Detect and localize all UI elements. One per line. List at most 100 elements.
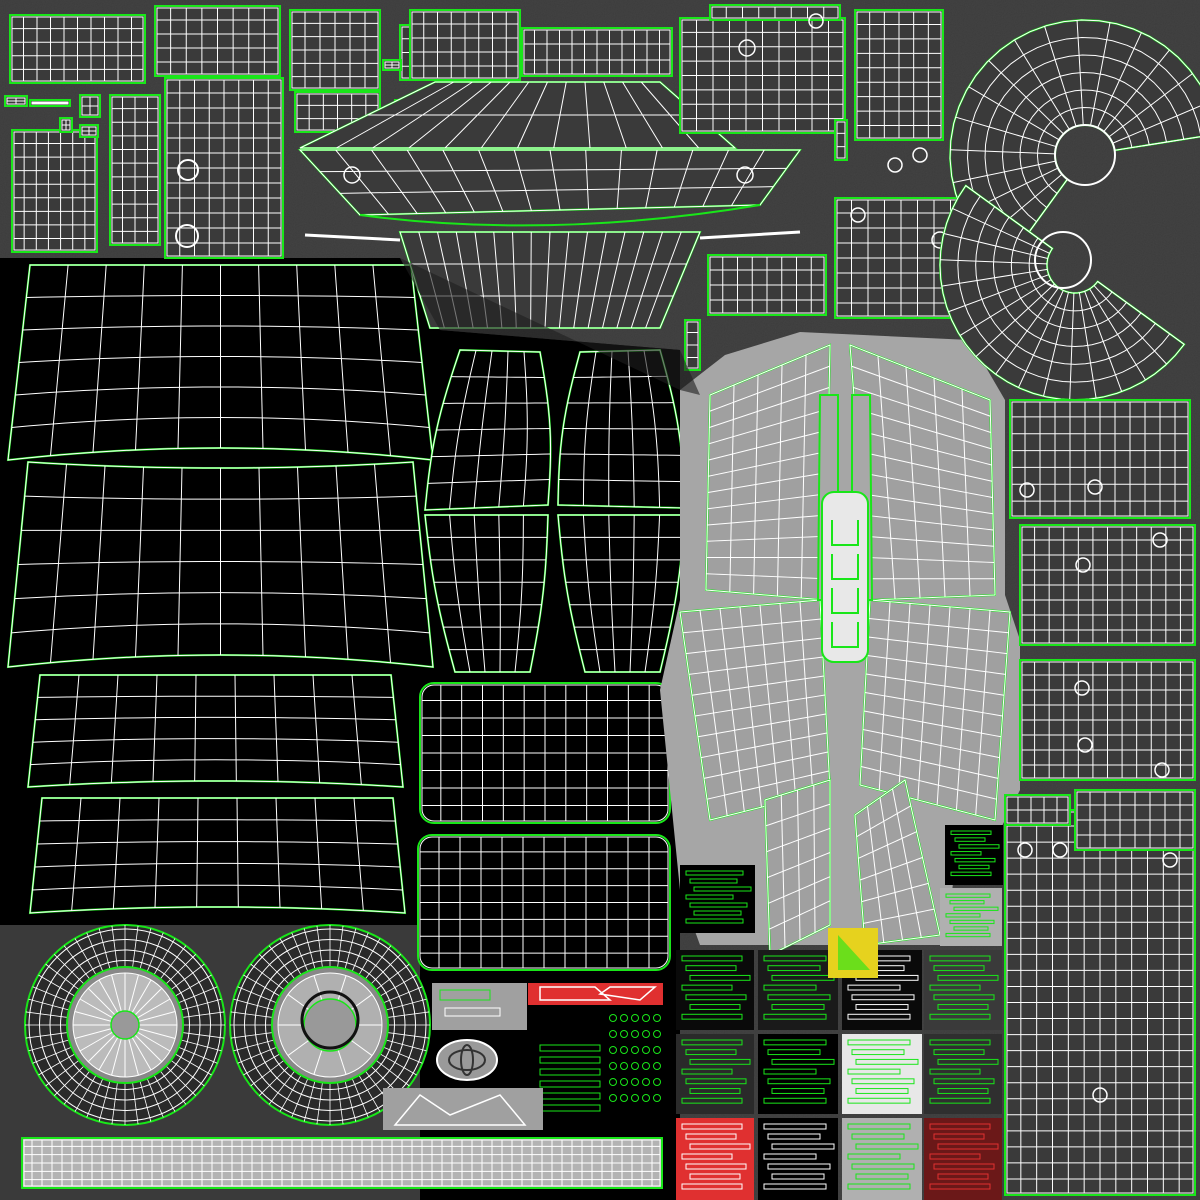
- mesh-line: [371, 149, 418, 214]
- atlas-glyph: [767, 1163, 831, 1170]
- tire-spoke-line: [28, 998, 70, 1011]
- rim-spoke: [134, 987, 163, 1016]
- tire-spoke-line: [86, 932, 104, 972]
- mesh-line: [707, 514, 827, 526]
- atlas-glyph: [937, 1173, 989, 1180]
- mesh-line: [498, 514, 501, 673]
- mesh-line: [703, 751, 829, 779]
- atlas-glyph: [847, 1097, 911, 1104]
- interior-button: [642, 1094, 650, 1102]
- interior-button: [609, 1062, 617, 1070]
- atlas-glyph: [929, 1068, 981, 1075]
- tire-spoke-line: [358, 1075, 381, 1112]
- panel-edge: [424, 514, 549, 673]
- tire-spoke-line: [178, 986, 218, 1004]
- interior-button: [609, 1030, 617, 1038]
- grille-detail: [393, 1094, 527, 1126]
- tire-spoke-line: [32, 1046, 72, 1064]
- mesh-line: [585, 149, 590, 210]
- mesh-line: [707, 493, 828, 510]
- mesh-line: [859, 857, 923, 881]
- fan-spoke: [1097, 32, 1142, 128]
- atlas-glyph: [929, 1123, 991, 1130]
- tire-spoke-line: [291, 1078, 309, 1118]
- hood-node: [343, 166, 361, 184]
- atlas-glyph: [767, 994, 831, 1001]
- atlas-glyph: [685, 1133, 737, 1140]
- mesh-line: [39, 819, 396, 822]
- small-part: [1162, 852, 1178, 868]
- tire-spoke-line: [182, 1011, 225, 1018]
- mesh-line: [319, 167, 787, 173]
- mesh-line: [451, 376, 545, 378]
- mesh-line: [32, 884, 403, 891]
- tire-spoke-line: [237, 1046, 277, 1064]
- panel-edge: [764, 779, 831, 956]
- fan-spoke: [1103, 49, 1171, 132]
- interior-button: [620, 1030, 628, 1038]
- mesh-line: [685, 637, 823, 655]
- interior-button: [653, 1094, 661, 1102]
- atlas-glyph: [771, 1143, 835, 1150]
- fan-spoke: [1093, 285, 1168, 365]
- tire-spoke-line: [279, 1075, 302, 1112]
- mesh-line: [854, 408, 992, 450]
- rim-spoke: [79, 1031, 114, 1052]
- tire-spoke-line: [243, 974, 280, 997]
- mesh-line: [194, 674, 197, 782]
- fan-spoke: [1069, 292, 1075, 400]
- tire-spoke-line: [351, 932, 369, 972]
- atlas-glyph: [933, 1163, 995, 1170]
- rim-spoke: [337, 1049, 347, 1075]
- atlas-glyph: [953, 926, 989, 931]
- atlas-glyph: [851, 1133, 905, 1140]
- interior-button: [620, 1094, 628, 1102]
- atlas-glyph: [771, 1173, 825, 1180]
- atlas-glyph: [929, 955, 991, 962]
- tire-spoke-line: [316, 925, 323, 968]
- tire-spoke-line: [165, 954, 196, 985]
- mesh-line: [558, 479, 684, 483]
- interior-button: [653, 1014, 661, 1022]
- mesh-line: [697, 713, 827, 738]
- tire-spoke-line: [132, 1082, 139, 1125]
- mesh-line: [858, 450, 993, 482]
- atlas-glyph: [763, 1183, 827, 1190]
- mesh-line: [856, 429, 992, 466]
- rim-spoke: [131, 1036, 152, 1071]
- mesh-line: [866, 655, 1006, 675]
- tire-spoke-line: [233, 1039, 275, 1052]
- mesh-line: [339, 186, 774, 194]
- interior-button: [631, 1062, 639, 1070]
- atlas-glyph: [929, 1039, 991, 1046]
- atlas-glyph: [945, 913, 981, 918]
- interior-trim: [539, 1080, 601, 1088]
- tire-spoke-line: [380, 974, 417, 997]
- mesh-line: [765, 803, 831, 827]
- mesh-line: [864, 535, 994, 547]
- tunnel-cap: [821, 491, 869, 663]
- mesh-line: [861, 493, 993, 515]
- atlas-glyph: [847, 1013, 911, 1020]
- atlas-glyph: [767, 965, 821, 972]
- fan-spoke: [968, 86, 1060, 141]
- rim-spoke: [350, 1039, 373, 1056]
- atlas-glyph: [847, 1183, 911, 1190]
- mesh-line: [17, 560, 424, 565]
- mesh-line: [853, 387, 991, 433]
- tire-spoke-line: [175, 1053, 212, 1076]
- tire-spoke-line: [54, 1065, 85, 1096]
- interior-button: [620, 1046, 628, 1054]
- fan-spoke: [1078, 292, 1097, 399]
- fan-spoke: [950, 149, 1056, 155]
- tire-spoke-line: [230, 1032, 273, 1039]
- tire-spoke-line: [387, 1032, 430, 1039]
- atlas-glyph: [763, 1068, 817, 1075]
- mesh-line: [37, 841, 398, 845]
- atlas-glyph: [689, 1088, 741, 1094]
- atlas-glyph: [851, 1078, 915, 1085]
- atlas-glyph: [937, 974, 999, 981]
- fan-spoke: [943, 232, 1048, 259]
- interior-button: [642, 1062, 650, 1070]
- rim-spoke: [313, 1049, 323, 1075]
